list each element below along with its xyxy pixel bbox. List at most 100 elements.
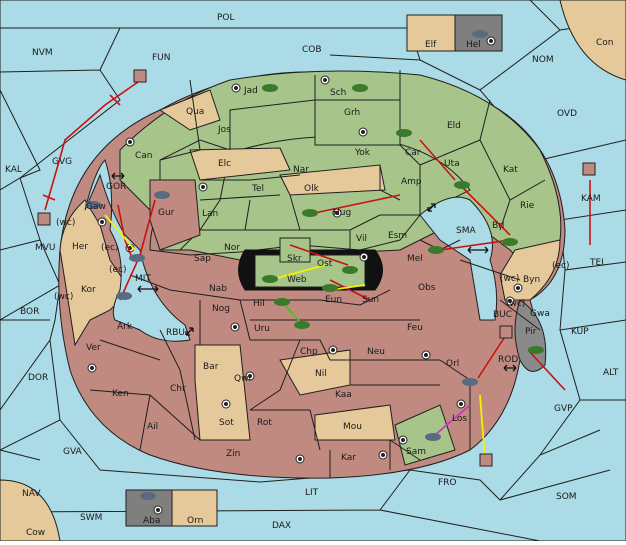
label-gvp: GVP xyxy=(554,404,573,414)
label-jos: Jos xyxy=(217,125,231,135)
label-gaw: Gaw xyxy=(86,202,106,212)
label-uru: Uru xyxy=(254,324,270,334)
label-nav: NAV xyxy=(22,489,41,499)
label-gwa: Gwa xyxy=(530,309,550,319)
label-nor: Nor xyxy=(224,243,240,253)
label-kup: KUP xyxy=(571,327,589,337)
label-sma: SMA xyxy=(456,226,476,236)
label-cow: Cow xyxy=(26,528,45,538)
label-kaa: Kaa xyxy=(335,390,352,400)
region-sam[interactable] xyxy=(394,404,456,466)
label-rbu: RBU xyxy=(166,328,185,338)
label-fro: FRO xyxy=(438,478,457,488)
label-yok: Yok xyxy=(354,148,371,158)
label-can: Can xyxy=(135,151,153,161)
label-lit: LIT xyxy=(305,488,319,498)
label-sam: Sam xyxy=(406,447,426,457)
label-bar: Bar xyxy=(203,362,219,372)
label-rot: Rot xyxy=(257,418,272,428)
label-ec1: (ec) xyxy=(101,243,119,253)
label-nom: NOM xyxy=(532,55,554,65)
label-olk: Olk xyxy=(304,184,320,194)
orders-magenta xyxy=(434,404,471,436)
supply-centers xyxy=(87,36,523,515)
label-wc2: (wc) xyxy=(54,292,73,302)
label-ovd: OVD xyxy=(557,109,577,119)
label-tei: TEI xyxy=(589,258,604,268)
label-cob: COB xyxy=(302,45,322,55)
label-dax: DAX xyxy=(272,521,291,531)
label-qua: Qua xyxy=(186,107,204,117)
label-chp: Chp xyxy=(300,347,318,357)
label-kor: Kor xyxy=(81,285,96,295)
label-wc1: (wc) xyxy=(56,218,75,228)
region-her-kor[interactable] xyxy=(59,199,131,347)
channel-east xyxy=(419,196,498,321)
label-mou: Mou xyxy=(343,422,362,432)
label-lan: Lan xyxy=(202,209,218,219)
label-pir: Pir xyxy=(525,327,537,337)
sea-link-arrows xyxy=(111,172,517,372)
label-obs: Obs xyxy=(418,283,436,293)
label-ark: Ark xyxy=(117,322,133,332)
label-ken: Ken xyxy=(112,389,129,399)
label-gva: GVA xyxy=(63,447,83,457)
internal-borders xyxy=(89,70,546,478)
label-alt: ALT xyxy=(603,368,619,378)
label-hug: Hug xyxy=(333,208,351,218)
label-sun: Sun xyxy=(362,295,379,305)
label-nar: Nar xyxy=(293,165,309,175)
label-rod: ROD xyxy=(498,355,518,365)
label-nab: Nab xyxy=(209,284,227,294)
label-vil: Vil xyxy=(356,234,367,244)
label-chr: Chr xyxy=(170,384,186,394)
label-kal: KAL xyxy=(5,165,22,175)
label-wc4: (wc) xyxy=(506,299,525,309)
label-eld: Eld xyxy=(447,121,461,131)
region-grh xyxy=(314,99,401,146)
label-car: Car xyxy=(405,148,421,158)
label-byn: Byn xyxy=(523,275,540,285)
label-ail: Ail xyxy=(147,422,158,432)
label-gur: Gur xyxy=(158,208,175,218)
label-eun: Eun xyxy=(325,295,342,305)
label-web: Web xyxy=(287,275,307,285)
label-gor: GOR xyxy=(106,182,126,192)
label-con: Con xyxy=(596,38,614,48)
label-zin: Zin xyxy=(226,449,240,459)
region-elf[interactable] xyxy=(406,14,456,52)
label-hel: Hel xyxy=(466,40,481,50)
label-brl: Brl xyxy=(492,221,504,231)
label-gvg: GVG xyxy=(52,157,72,167)
label-ost: Ost xyxy=(317,259,333,269)
units xyxy=(37,30,596,500)
label-wc3: (wc) xyxy=(500,274,519,284)
label-los: Los xyxy=(452,414,467,424)
label-aba: Aba xyxy=(143,516,160,526)
label-nog: Nog xyxy=(212,304,230,314)
label-nvm: NVM xyxy=(32,48,53,58)
label-kam: KAM xyxy=(581,194,601,204)
region-elc[interactable] xyxy=(189,147,291,181)
label-som: SOM xyxy=(556,492,577,502)
label-nil: Nil xyxy=(315,369,327,379)
label-qwi: Qwi xyxy=(234,374,251,384)
label-ver: Ver xyxy=(86,343,101,353)
label-mel: Mel xyxy=(407,254,423,264)
label-skr: Skr xyxy=(287,254,302,264)
label-elf: Elf xyxy=(425,40,437,50)
label-rie: Rie xyxy=(520,201,535,211)
region-orn[interactable] xyxy=(171,489,218,527)
label-ec2: (ec) xyxy=(109,265,127,275)
label-sot: Sot xyxy=(219,418,234,428)
region-olk[interactable] xyxy=(279,164,386,196)
label-dor: DOR xyxy=(28,373,48,383)
label-esm: Esm xyxy=(388,231,407,241)
region-qua[interactable] xyxy=(158,89,221,131)
label-mit: MIT xyxy=(135,274,151,284)
label-tel: Tel xyxy=(251,184,264,194)
orders-red xyxy=(42,81,591,391)
label-hil: Hil xyxy=(253,299,265,309)
label-sch: Sch xyxy=(330,88,346,98)
